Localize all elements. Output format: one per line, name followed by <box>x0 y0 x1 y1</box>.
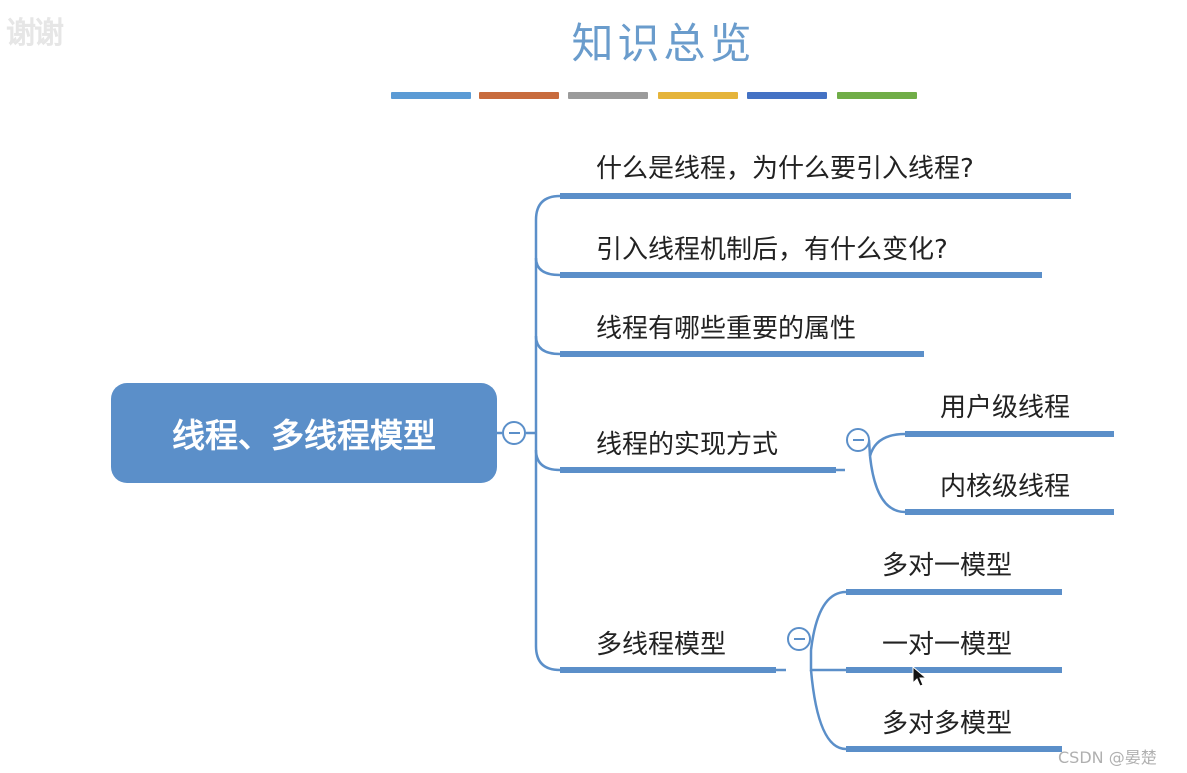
title-color-bar-4 <box>658 92 738 99</box>
minus-icon <box>508 431 520 435</box>
branch-implementation[interactable]: 线程的实现方式 <box>596 430 779 460</box>
underline-impl-2 <box>905 509 1114 515</box>
child-many-to-many[interactable]: 多对多模型 <box>882 709 1013 739</box>
title-color-bar-6 <box>837 92 917 99</box>
child-user-level-thread[interactable]: 用户级线程 <box>940 393 1071 423</box>
title-color-bar-1 <box>391 92 471 99</box>
page-title: 知识总览 <box>571 19 756 68</box>
underline-branch-3 <box>560 351 924 357</box>
title-color-bar-3 <box>568 92 648 99</box>
branch-what-is-thread[interactable]: 什么是线程，为什么要引入线程? <box>596 154 974 184</box>
minus-icon <box>852 438 864 442</box>
root-node[interactable]: 线程、多线程模型 <box>111 383 497 483</box>
watermark-credit: CSDN @晏楚 <box>1058 748 1157 767</box>
collapse-implementation-button[interactable] <box>846 428 870 452</box>
underline-branch-5 <box>560 667 776 673</box>
underline-branch-1 <box>560 193 1071 199</box>
underline-model-3 <box>846 746 1062 752</box>
child-many-to-one[interactable]: 多对一模型 <box>882 551 1013 581</box>
title-color-bar-2 <box>479 92 559 99</box>
corner-logo: 谢谢 <box>6 16 64 51</box>
branch-multithread-models[interactable]: 多线程模型 <box>596 630 727 660</box>
title-color-bar-5 <box>747 92 827 99</box>
child-kernel-level-thread[interactable]: 内核级线程 <box>940 472 1071 502</box>
underline-impl-1 <box>905 431 1114 437</box>
branch-attributes[interactable]: 线程有哪些重要的属性 <box>596 314 857 344</box>
minus-icon <box>793 637 805 641</box>
mouse-pointer-icon <box>912 666 928 687</box>
underline-branch-2 <box>560 272 1042 278</box>
underline-model-2 <box>846 667 1062 673</box>
branch-changes[interactable]: 引入线程机制后，有什么变化? <box>596 235 948 265</box>
collapse-root-button[interactable] <box>502 421 526 445</box>
underline-model-1 <box>846 589 1062 595</box>
underline-branch-4 <box>560 467 836 473</box>
child-one-to-one[interactable]: 一对一模型 <box>882 630 1013 660</box>
collapse-models-button[interactable] <box>787 627 811 651</box>
